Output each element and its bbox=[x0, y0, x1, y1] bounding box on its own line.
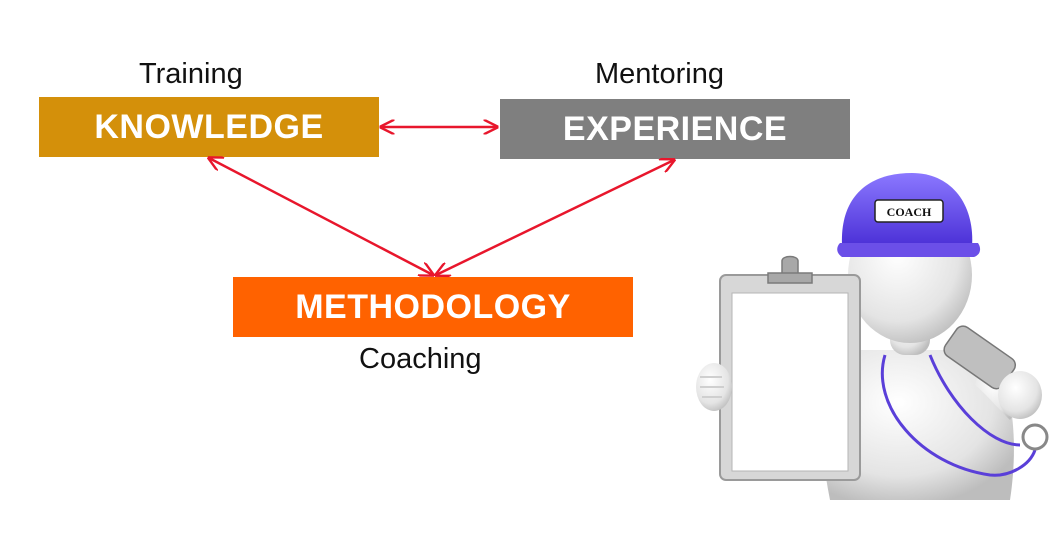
lanyard-2 bbox=[928, 354, 1021, 447]
left-hand-fingers bbox=[700, 376, 724, 398]
methodology-label: METHODOLOGY bbox=[295, 287, 571, 326]
cap-badge bbox=[874, 199, 944, 223]
right-hand bbox=[998, 371, 1042, 419]
lanyard bbox=[880, 354, 1037, 477]
body-shape bbox=[821, 350, 1014, 500]
edge-knowledge-methodology bbox=[209, 158, 433, 275]
knowledge-label: KNOWLEDGE bbox=[94, 107, 324, 146]
experience-label: EXPERIENCE bbox=[562, 109, 788, 148]
experience-box: EXPERIENCE bbox=[500, 99, 850, 159]
cap-brim bbox=[837, 243, 981, 257]
cap-text: COACH bbox=[887, 205, 932, 219]
experience-caption: Mentoring bbox=[595, 58, 724, 90]
knowledge-caption: Training bbox=[139, 58, 243, 90]
knowledge-box: KNOWLEDGE bbox=[39, 97, 379, 157]
coach-with-clipboard-icon: COACH bbox=[696, 173, 1049, 500]
clipboard-clip bbox=[767, 255, 813, 284]
methodology-caption: Coaching bbox=[359, 343, 482, 375]
clipboard-paper bbox=[731, 292, 849, 472]
methodology-box: METHODOLOGY bbox=[233, 277, 633, 337]
edge-experience-methodology bbox=[436, 160, 674, 275]
whistle-ring bbox=[1021, 423, 1049, 451]
